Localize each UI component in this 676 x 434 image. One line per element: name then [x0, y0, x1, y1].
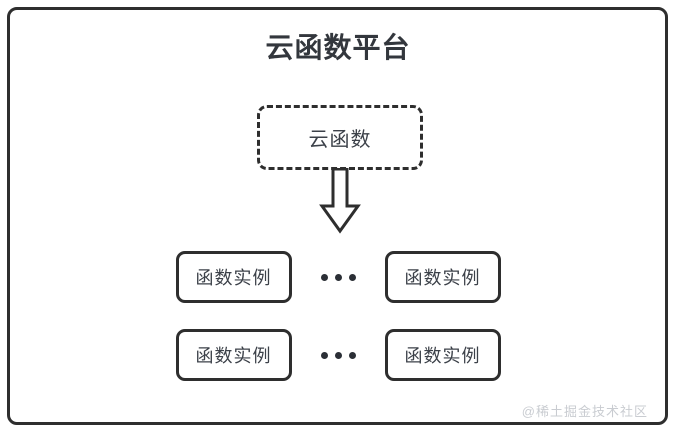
function-instance-label: 函数实例 [195, 346, 272, 366]
instance-row-2: 函数实例 函数实例 [0, 329, 676, 381]
ellipsis-dot [320, 273, 328, 281]
function-instance-label: 函数实例 [404, 268, 481, 288]
function-instance-label: 函数实例 [195, 268, 272, 288]
function-instance-box: 函数实例 [175, 251, 292, 303]
function-instance-box: 函数实例 [175, 329, 292, 381]
cloud-function-node: 云函数 [257, 105, 423, 170]
ellipsis-dot [334, 351, 342, 359]
down-block-arrow-icon [317, 167, 363, 234]
ellipsis-separator [292, 273, 385, 281]
ellipsis-separator [292, 351, 385, 359]
ellipsis-dot [348, 273, 356, 281]
function-instance-box: 函数实例 [384, 251, 501, 303]
ellipsis-dot [348, 351, 356, 359]
ellipsis-dot [320, 351, 328, 359]
cloud-function-label: 云函数 [308, 129, 372, 151]
watermark: @稀土掘金技术社区 [521, 404, 648, 419]
ellipsis-dot [334, 273, 342, 281]
page-title: 云函数平台 [265, 32, 411, 63]
function-instance-box: 函数实例 [384, 329, 501, 381]
instance-row-1: 函数实例 函数实例 [0, 251, 676, 303]
function-instance-label: 函数实例 [404, 346, 481, 366]
